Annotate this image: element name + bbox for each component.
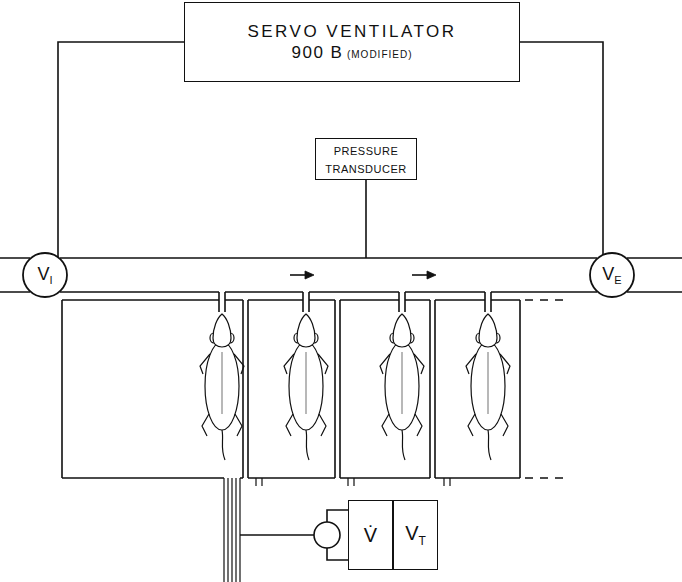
drawing-part bbox=[466, 314, 510, 460]
drawing-part bbox=[240, 534, 314, 536]
node-content: VI bbox=[37, 263, 52, 288]
valve-circle bbox=[23, 253, 67, 297]
bundle-tube bbox=[223, 478, 224, 582]
bundle-tube bbox=[227, 478, 228, 582]
bundle-tube bbox=[231, 478, 232, 582]
tube-bundle bbox=[224, 478, 240, 582]
drawing-part bbox=[305, 271, 314, 279]
text-line: VE bbox=[602, 263, 621, 288]
node-content: PRESSURE TRANSDUCER bbox=[316, 141, 416, 177]
drawing-part bbox=[0, 291, 682, 293]
transducer-port bbox=[365, 180, 367, 258]
drawing-part bbox=[62, 300, 520, 478]
drawing-part bbox=[427, 271, 436, 279]
node-label: V bbox=[602, 264, 614, 284]
drawing-part bbox=[327, 510, 348, 560]
node-content: VE bbox=[602, 263, 621, 288]
text-line: 900 B(MODIFIED) bbox=[247, 42, 456, 63]
text-line: VI bbox=[37, 263, 52, 288]
node-label: V bbox=[405, 522, 418, 544]
text-line: V̇ bbox=[364, 523, 377, 548]
node-content: V̇ bbox=[364, 523, 377, 548]
subscript-label: I bbox=[49, 274, 52, 286]
flowmeter bbox=[240, 510, 348, 560]
text-line: VT bbox=[405, 521, 426, 548]
subscript-label: E bbox=[614, 274, 621, 286]
control-line bbox=[520, 42, 603, 255]
chamber-port bbox=[256, 478, 450, 486]
transducer-box: PRESSURE TRANSDUCER bbox=[315, 138, 417, 180]
drawing-part bbox=[62, 477, 520, 479]
drawing-part bbox=[200, 314, 244, 460]
node-content: VT bbox=[405, 521, 426, 548]
volume-readout-box: VT bbox=[393, 500, 438, 570]
drawing-part bbox=[0, 257, 682, 259]
drawing-part bbox=[62, 299, 520, 301]
animals bbox=[200, 314, 510, 460]
node-label: V bbox=[37, 264, 49, 284]
bundle-tube bbox=[239, 478, 240, 582]
airway-tube bbox=[0, 180, 682, 312]
plethysmograph-chambers bbox=[62, 300, 570, 486]
drawing-part bbox=[284, 314, 328, 460]
node-label: SERVO VENTILATOR bbox=[247, 22, 456, 41]
text-line: PRESSURE TRANSDUCER bbox=[316, 141, 416, 177]
node-label: V̇ bbox=[364, 524, 377, 546]
flow-arrow bbox=[290, 271, 436, 279]
bundle-tube bbox=[235, 478, 236, 582]
subscript-label: T bbox=[419, 534, 426, 548]
drawing-part bbox=[380, 314, 424, 460]
inspiratory-valve: VI bbox=[22, 252, 68, 298]
drawing-part bbox=[290, 274, 306, 276]
control-line bbox=[58, 42, 184, 257]
node-label: (MODIFIED) bbox=[347, 49, 413, 60]
node-label: 900 B bbox=[292, 43, 344, 62]
flow-readout-box: V̇ bbox=[348, 500, 393, 570]
node-label: PRESSURE TRANSDUCER bbox=[325, 145, 406, 175]
continuation-dashes bbox=[525, 300, 570, 478]
drawing-part bbox=[314, 522, 340, 548]
expiratory-valve: VE bbox=[589, 252, 635, 298]
ventilator-box: SERVO VENTILATOR900 B(MODIFIED) bbox=[184, 2, 520, 82]
drawing-part bbox=[412, 274, 428, 276]
text-line: SERVO VENTILATOR bbox=[247, 21, 456, 42]
node-content: SERVO VENTILATOR900 B(MODIFIED) bbox=[247, 21, 456, 64]
valve-circle bbox=[590, 253, 634, 297]
branch-tube bbox=[219, 292, 491, 312]
